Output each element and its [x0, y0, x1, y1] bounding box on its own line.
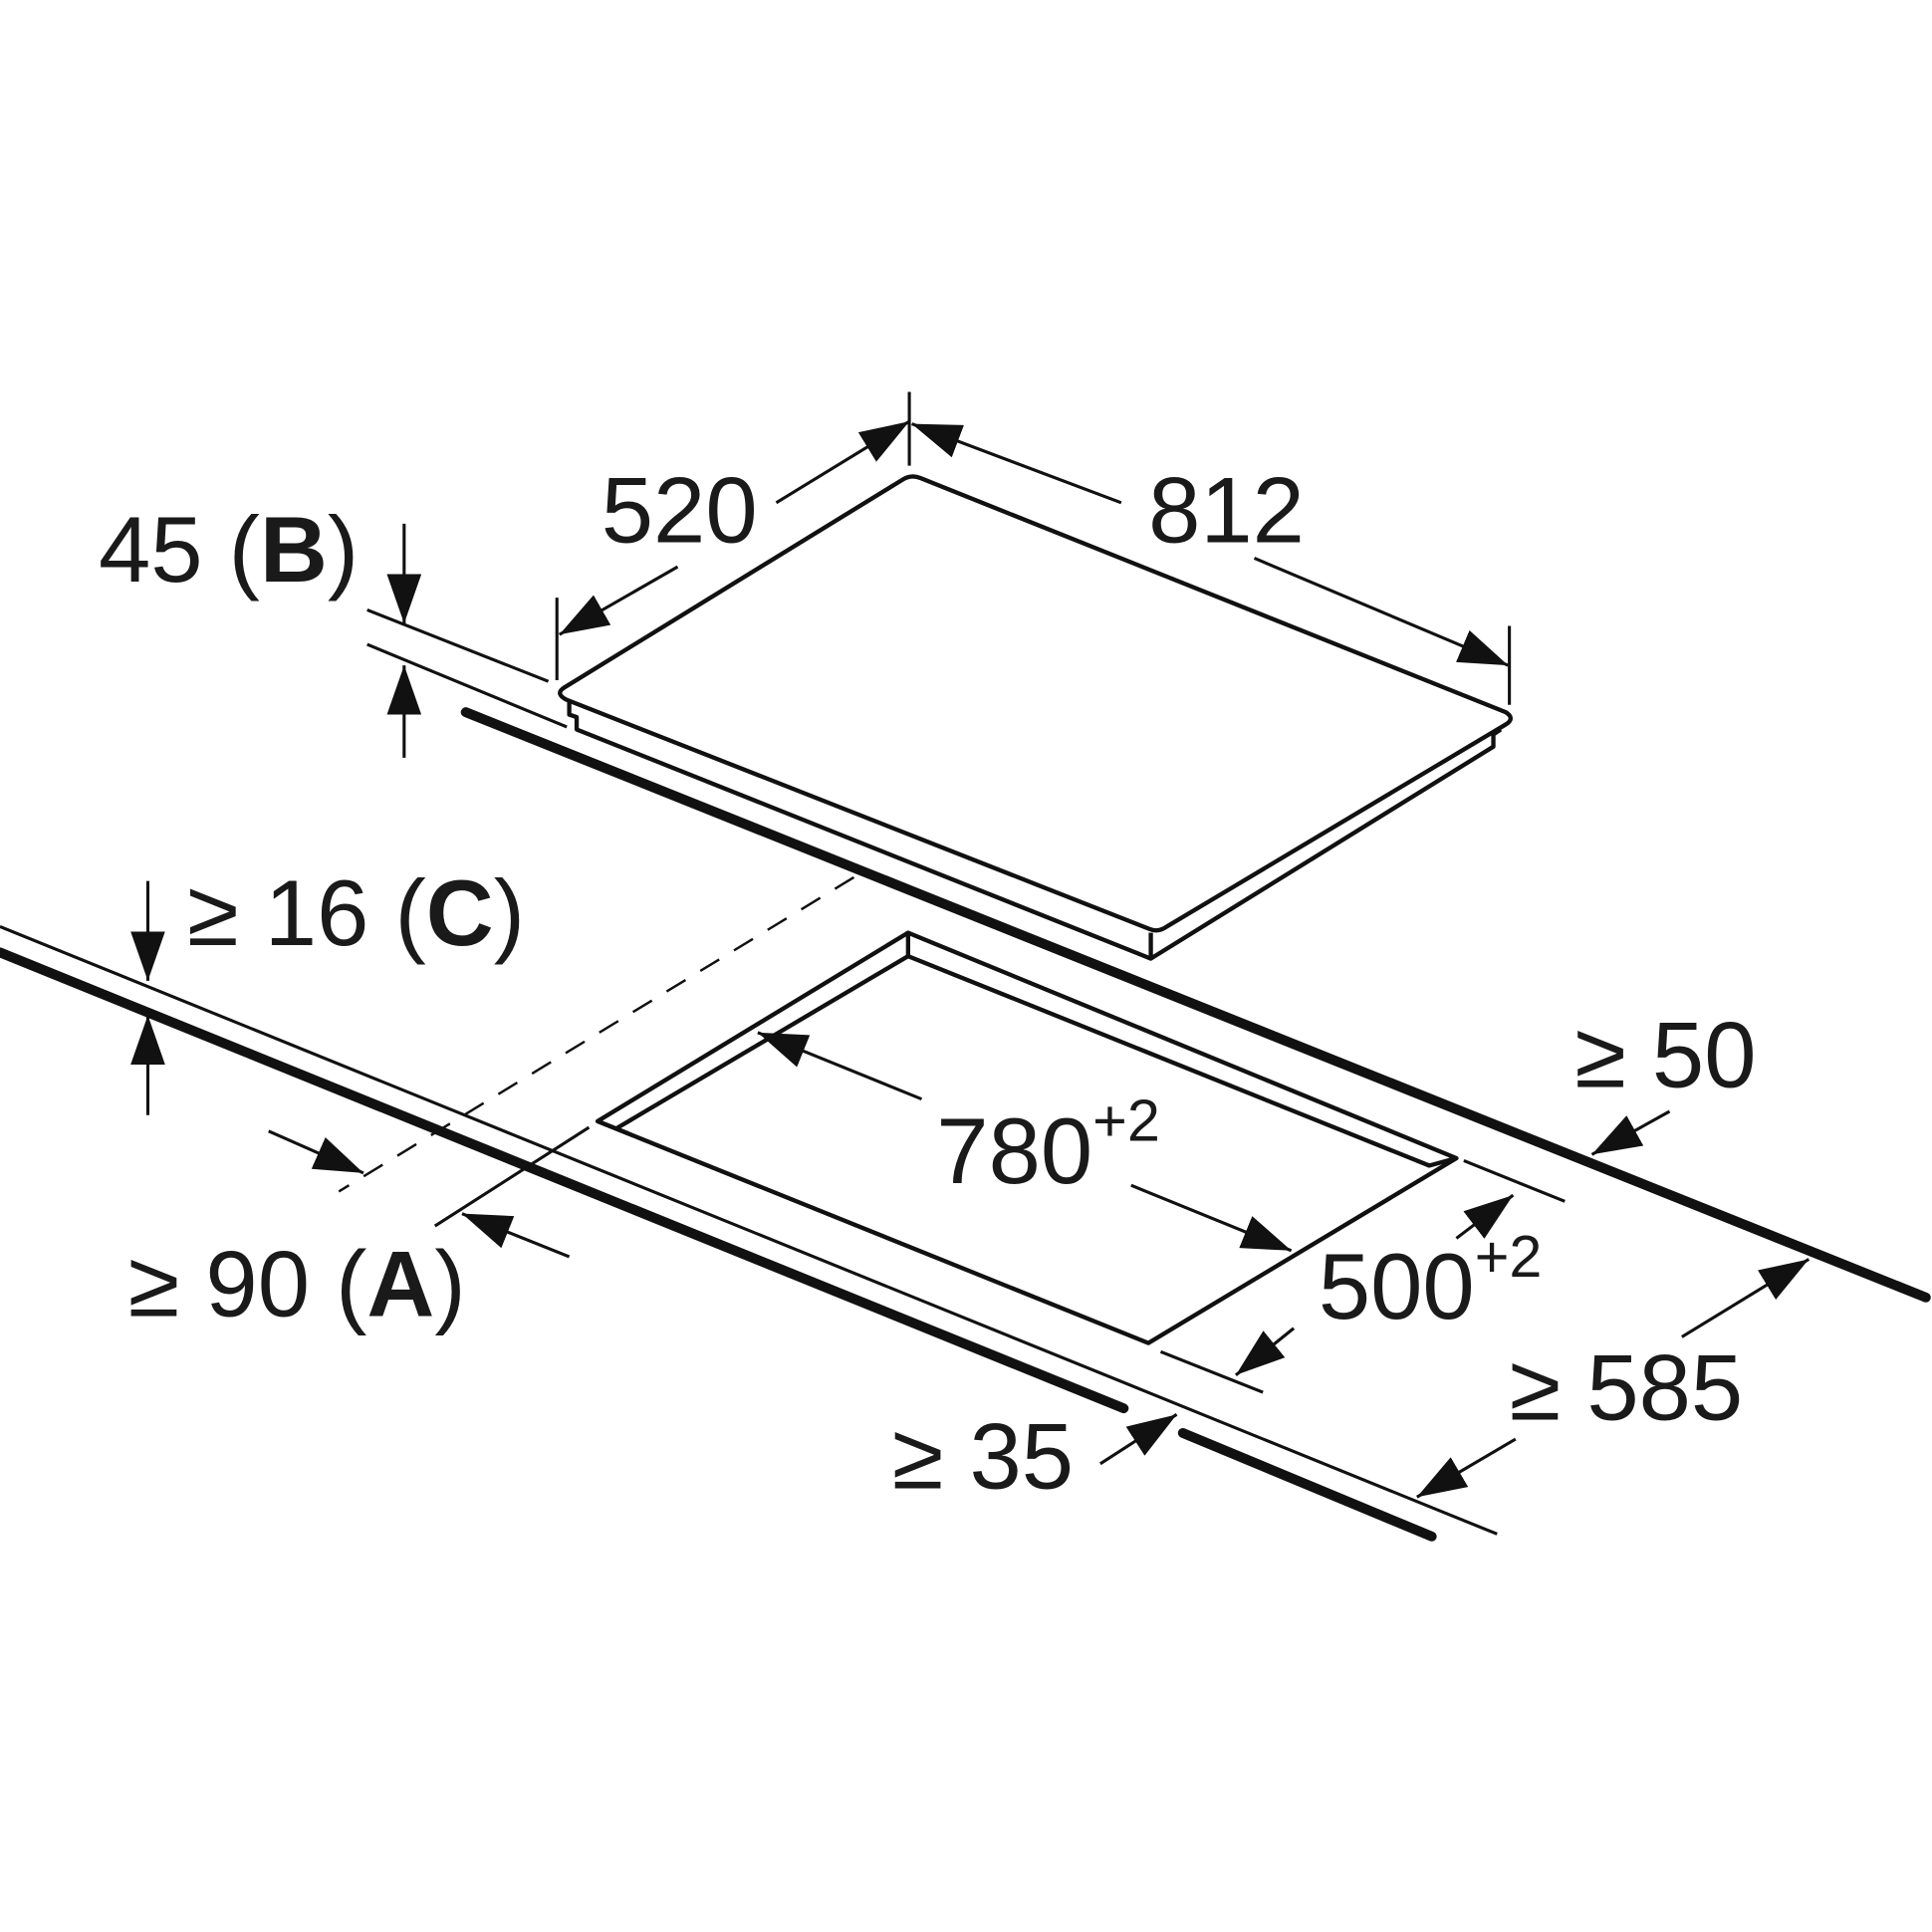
worktop-depth-label: ≥ 585	[1510, 1334, 1744, 1439]
under-clearance-arrow-left	[268, 1129, 364, 1175]
cutout-depth-arrow-front	[1234, 1327, 1296, 1376]
rear-clearance-label: ≥ 50	[1574, 1002, 1756, 1106]
cutout-width-label: 780+2	[936, 1087, 1160, 1203]
cutout-left-edge	[597, 1118, 629, 1136]
cutout-width-arrow-left	[757, 1031, 923, 1101]
rear-clearance-arrow	[1590, 1109, 1671, 1156]
hob	[558, 474, 1513, 961]
worktop-front-edge-left	[0, 947, 1129, 1414]
depth-arrow-rear	[775, 419, 910, 505]
width-arrow-right	[1253, 557, 1509, 667]
under-clearance-arrow-right	[461, 1212, 571, 1259]
width-arrow-left	[911, 422, 1122, 505]
front-clearance-label: ≥ 35	[892, 1404, 1074, 1509]
depth-arrow-front	[558, 565, 679, 636]
under-clearance-label: ≥ 90 (A)	[128, 1231, 466, 1335]
worktop-depth-arrow-rear	[1681, 1258, 1811, 1338]
cutout-depth-label: 500+2	[1319, 1223, 1543, 1338]
worktop-depth-arrow-front	[1416, 1437, 1517, 1499]
depth-label: 520	[602, 457, 758, 562]
dimension-lines	[130, 391, 1811, 1499]
worktop-front-top-edge	[0, 924, 1498, 1536]
height-label: 45 (B)	[99, 497, 359, 602]
hob-glass-top	[558, 474, 1513, 933]
front-clearance-arrow	[1099, 1413, 1178, 1466]
hidden-edge-dashed	[338, 875, 855, 1193]
hob-frame	[567, 702, 1503, 961]
width-label: 812	[1148, 457, 1305, 562]
cutout-depth-arrow-rear	[1455, 1193, 1515, 1240]
cutout-width-arrow-right	[1130, 1183, 1293, 1253]
worktop-rear-edge	[460, 707, 1931, 1303]
worktop	[0, 707, 1931, 1542]
worktop-thickness-label: ≥ 16 (C)	[187, 860, 525, 965]
worktop-front-edge-right	[1177, 1427, 1437, 1542]
